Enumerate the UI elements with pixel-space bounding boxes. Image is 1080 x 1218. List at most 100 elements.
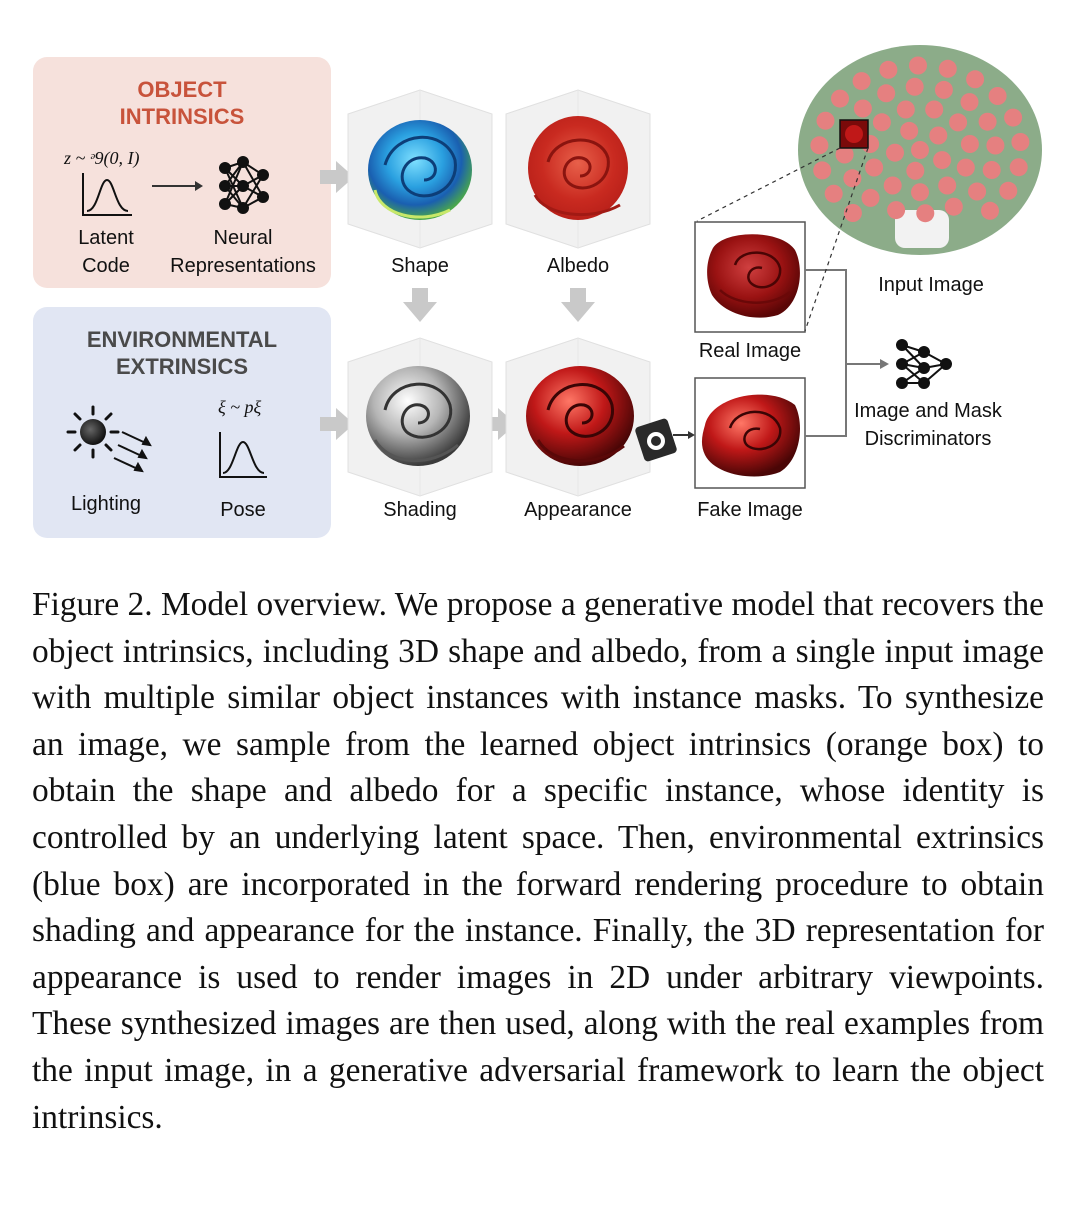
bouquet-rose [911,141,929,159]
real-rose-photo [707,234,800,318]
bouquet-rose [909,56,927,75]
bouquet-rose [905,77,924,96]
object-intrinsics-title-line1: OBJECT [137,77,227,102]
albedo-stage: Albedo [505,89,651,277]
object-intrinsics-box: OBJECT INTRINSICS z ~ ᵊ9(0, I) Latent Co… [33,57,331,288]
bouquet-rose [896,100,915,119]
bouquet-rose [986,136,1005,155]
fake-image-panel: Fake Image [694,377,806,521]
bouquet-rose [1004,108,1023,127]
bouquet-rose [852,72,871,91]
bouquet-rose [938,59,957,78]
arrow-albedo-to-appearance [561,288,595,322]
bouquet-rose [865,158,884,177]
bouquet-rose [911,183,929,202]
camera-icon [635,418,677,462]
shading-label: Shading [383,499,456,521]
input-crop-highlight [839,119,869,149]
discriminator-label-line1: Image and Mask [854,400,1003,422]
discriminator-network-icon [896,339,952,389]
albedo-label: Albedo [547,255,609,277]
pose-formula: ξ ~ pξ [218,397,261,417]
sun-lighting-icon [66,405,152,473]
model-overview-figure: OBJECT INTRINSICS z ~ ᵊ9(0, I) Latent Co… [33,45,1042,538]
bouquet-rose [944,197,963,216]
latent-to-neural-arrow [152,181,203,191]
bouquet-rose [956,158,975,177]
bouquet-rose [1009,158,1028,177]
real-image-label: Real Image [699,340,801,362]
input-crop-rose [845,125,863,143]
pose-distribution-icon [219,432,267,478]
neural-label-line1: Neural [214,227,273,249]
bouquet-rose [835,145,854,164]
flow-arrows [320,161,595,440]
bouquet-rose [853,99,872,118]
arrow-shape-to-shading [403,288,437,322]
bouquet-rose [861,188,880,207]
bouquet-rose [978,112,997,131]
bouquet-rose [960,135,979,153]
bouquet-rose [925,100,944,119]
bouquet-rose [938,176,957,195]
latent-formula: z ~ ᵊ9(0, I) [63,148,139,169]
pose-label: Pose [220,499,266,521]
input-image-bouquet [798,45,1042,255]
bouquet-rose [968,182,987,201]
environmental-extrinsics-box: ENVIRONMENTAL EXTRINSICS ξ ~ pξ Lighting… [33,307,331,538]
bouquet-rose [999,181,1018,200]
neural-network-icon [219,156,269,214]
latent-distribution-icon [82,173,132,216]
bouquet-rose [843,204,862,222]
bouquet-rose [929,126,948,145]
arrow-intrinsics-to-shape [320,161,354,193]
shape-rose-render [368,120,472,220]
appearance-label: Appearance [524,499,632,521]
discriminator-label-line2: Discriminators [865,428,992,450]
bouquet-rose [813,161,832,180]
bouquet-rose [886,143,904,162]
real-image-panel: Real Image [694,221,806,362]
arrow-extrinsics-to-shading [320,408,354,440]
neural-label-line2: Representations [170,255,316,277]
latent-label-line1: Latent [78,227,134,249]
bouquet-rose [906,161,925,180]
bouquet-rose [810,136,829,155]
environmental-extrinsics-title-line1: ENVIRONMENTAL [87,327,277,352]
connector-arrowhead [880,359,889,369]
bouquet-rose [879,60,898,79]
fake-image-label: Fake Image [697,499,803,521]
bouquet-rose [843,169,862,188]
appearance-stage: Appearance [505,337,677,521]
figure-caption: Figure 2. Model overview. We propose a g… [32,586,1044,1136]
shading-stage: Shading [347,337,493,521]
latent-label-line2: Code [82,255,130,277]
lighting-label: Lighting [71,493,141,515]
object-intrinsics-title-line2: INTRINSICS [120,104,245,129]
bouquet-rose [816,111,835,130]
shape-label: Shape [391,255,449,277]
bouquet-rose [916,204,935,223]
bouquet-rose [887,201,906,220]
bouquet-rose [988,87,1007,105]
shading-rose-render [366,366,470,466]
arrow-shading-to-appearance [486,408,516,440]
bouquet-rose [982,161,1001,179]
bouquet-rose [934,80,953,99]
bouquet-rose [824,184,843,203]
bouquet-rose [900,121,919,140]
environmental-extrinsics-title-line2: EXTRINSICS [116,354,248,379]
fake-rose-photo [701,394,800,477]
bouquet-rose [933,151,952,170]
crop-dashed-lines [696,147,869,332]
bouquet-rose [966,70,985,89]
bouquet-rose [831,89,849,108]
bouquet-rose [872,113,891,132]
bouquet-rose [981,201,999,220]
bouquet-rose [877,84,896,103]
input-image-label: Input Image [878,274,984,296]
bouquet-rose [949,113,968,132]
appearance-rose-render [526,366,634,466]
bouquet-rose [960,93,979,112]
camera-to-fake-arrow [673,431,695,439]
